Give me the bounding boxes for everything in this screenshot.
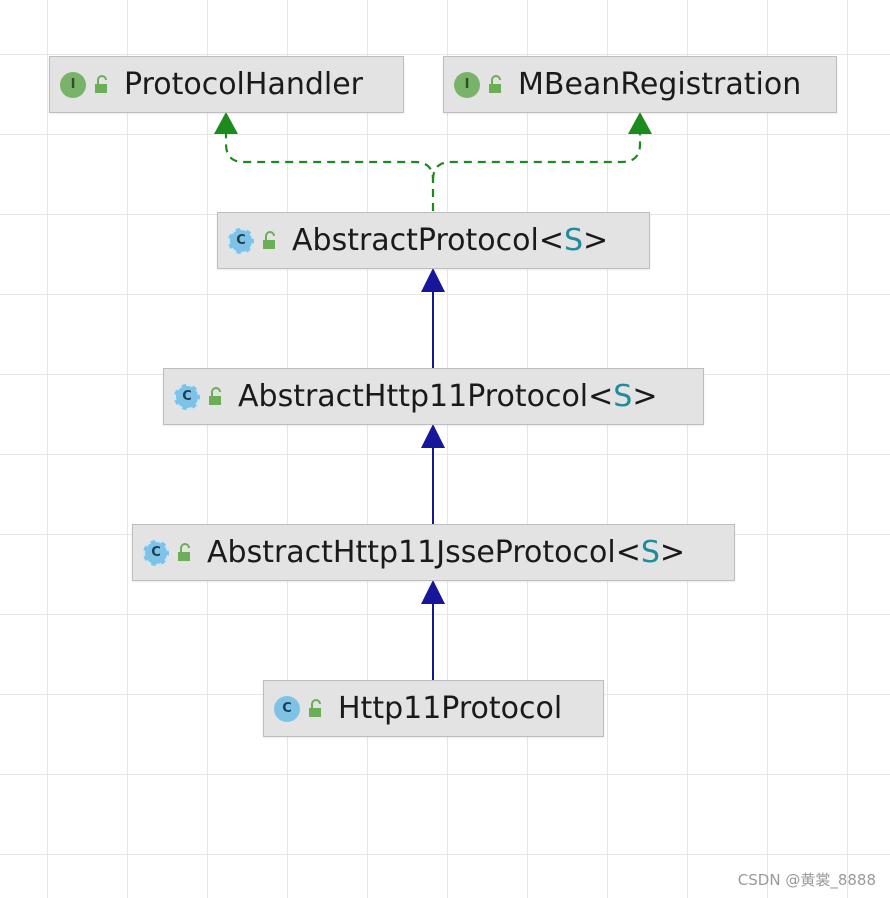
open-lock-icon <box>178 542 190 561</box>
node-name: ProtocolHandler <box>124 67 364 102</box>
arrowhead-abstract-http11-protocol <box>421 424 445 448</box>
open-lock-icon <box>95 74 107 93</box>
generic-close: > <box>632 379 658 414</box>
interface-icon: I <box>454 71 480 98</box>
node-abstract-protocol[interactable]: C AbstractProtocol<S> <box>217 212 650 269</box>
generic-close: > <box>583 223 609 258</box>
generic-open: < <box>588 379 614 414</box>
node-name: AbstractHttp11JsseProtocol <box>207 535 616 570</box>
node-abstract-http11-jsse-protocol[interactable]: C AbstractHttp11JsseProtocol<S> <box>132 524 735 581</box>
node-mbean-registration[interactable]: I MBeanRegistration <box>443 56 837 113</box>
open-lock-icon <box>209 386 221 405</box>
node-http11-protocol[interactable]: C Http11Protocol <box>263 680 604 737</box>
open-lock-icon <box>489 74 501 93</box>
watermark: CSDN @黄裳_8888 <box>737 871 876 889</box>
arrowhead-protocol-handler <box>214 112 238 134</box>
arrowhead-mbean-registration <box>628 112 652 134</box>
arrowhead-abstract-protocol <box>421 268 445 292</box>
node-name: AbstractProtocol <box>292 223 539 258</box>
abstract-class-icon: C <box>228 227 254 254</box>
node-name: Http11Protocol <box>338 691 563 726</box>
abstract-class-icon: C <box>143 539 169 566</box>
open-lock-icon <box>309 698 321 717</box>
edge-implements-protocol-handler <box>224 132 435 211</box>
type-parameter: S <box>640 535 660 570</box>
class-icon: C <box>274 695 300 722</box>
generic-open: < <box>538 223 564 258</box>
type-parameter: S <box>613 379 633 414</box>
edge-implements-mbean-registration <box>431 132 642 181</box>
node-abstract-http11-protocol[interactable]: C AbstractHttp11Protocol<S> <box>163 368 704 425</box>
open-lock-icon <box>263 230 275 249</box>
generic-open: < <box>615 535 641 570</box>
node-protocol-handler[interactable]: I ProtocolHandler <box>49 56 404 113</box>
type-parameter: S <box>563 223 584 258</box>
generic-close: > <box>659 535 686 570</box>
node-name: MBeanRegistration <box>518 67 802 102</box>
interface-icon: I <box>60 71 86 98</box>
arrowhead-abstract-http11-jsse-protocol <box>421 580 445 604</box>
node-name: AbstractHttp11Protocol <box>238 379 589 414</box>
abstract-class-icon: C <box>174 383 200 410</box>
